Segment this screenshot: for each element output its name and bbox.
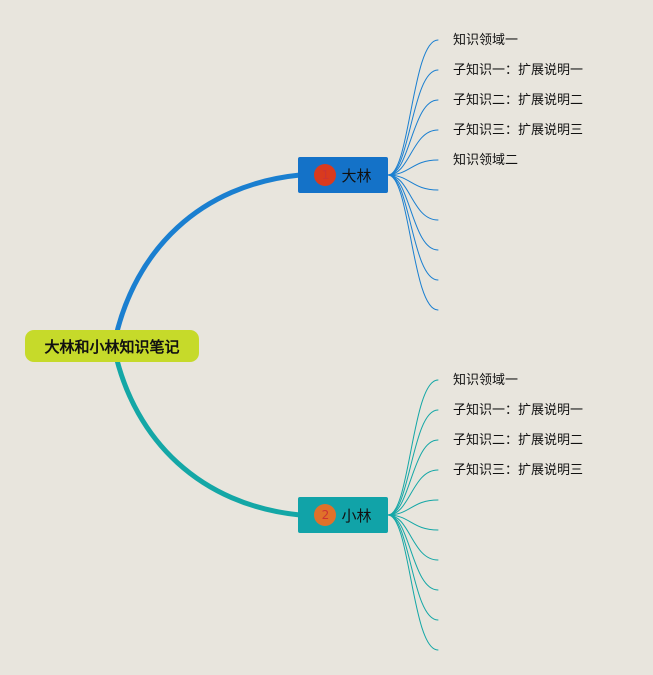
leaf-connector-dalin-9 (387, 174, 439, 281)
leaf-connector-xiaolin-9 (387, 514, 439, 621)
leaf-dalin-2[interactable]: 子知识一：扩展说明一 (453, 63, 584, 78)
leaf-connector-dalin-2 (387, 69, 439, 176)
leaf-connector-xiaolin-10 (387, 514, 439, 651)
leaf-connector-xiaolin-5 (387, 499, 439, 516)
branch-label-xiaolin: 小林 (341, 506, 372, 525)
leaf-xiaolin-4[interactable]: 子知识三：扩展说明三 (453, 463, 584, 478)
leaf-dalin-3[interactable]: 子知识二：扩展说明二 (453, 93, 584, 108)
leaf-connector-xiaolin-7 (387, 514, 439, 561)
priority-1-icon: 1 (314, 164, 337, 186)
branch-node-xiaolin[interactable]: 2 小林 (298, 497, 388, 533)
leaf-dalin-4[interactable]: 子知识三：扩展说明三 (453, 123, 584, 138)
branch-node-dalin[interactable]: 1 大林 (298, 157, 388, 193)
central-topic[interactable]: 大林和小林知识笔记 (25, 330, 199, 362)
leaf-connector-dalin-5 (387, 159, 439, 176)
leaf-connector-dalin-8 (387, 174, 439, 251)
branch-label-dalin: 大林 (341, 166, 372, 185)
leaf-dalin-5[interactable]: 知识领域二 (453, 153, 519, 168)
leaf-connector-dalin-1 (387, 39, 439, 176)
central-topic-label: 大林和小林知识笔记 (44, 337, 180, 356)
leaf-connector-dalin-7 (387, 174, 439, 221)
leaf-connector-xiaolin-4 (387, 469, 439, 516)
main-connector-dalin (112, 172, 303, 343)
leaf-dalin-1[interactable]: 知识领域一 (453, 33, 519, 48)
leaf-xiaolin-1[interactable]: 知识领域一 (453, 373, 519, 388)
leaf-connector-xiaolin-3 (387, 439, 439, 516)
leaf-connector-xiaolin-1 (387, 379, 439, 516)
leaf-connector-dalin-3 (387, 99, 439, 176)
main-connector-xiaolin (112, 349, 303, 518)
leaf-connector-xiaolin-8 (387, 514, 439, 591)
leaf-connector-dalin-4 (387, 129, 439, 176)
priority-2-icon: 2 (314, 504, 337, 526)
leaf-connector-dalin-10 (387, 174, 439, 311)
leaf-connector-xiaolin-2 (387, 409, 439, 516)
leaf-xiaolin-3[interactable]: 子知识二：扩展说明二 (453, 433, 584, 448)
leaf-xiaolin-2[interactable]: 子知识一：扩展说明一 (453, 403, 584, 418)
